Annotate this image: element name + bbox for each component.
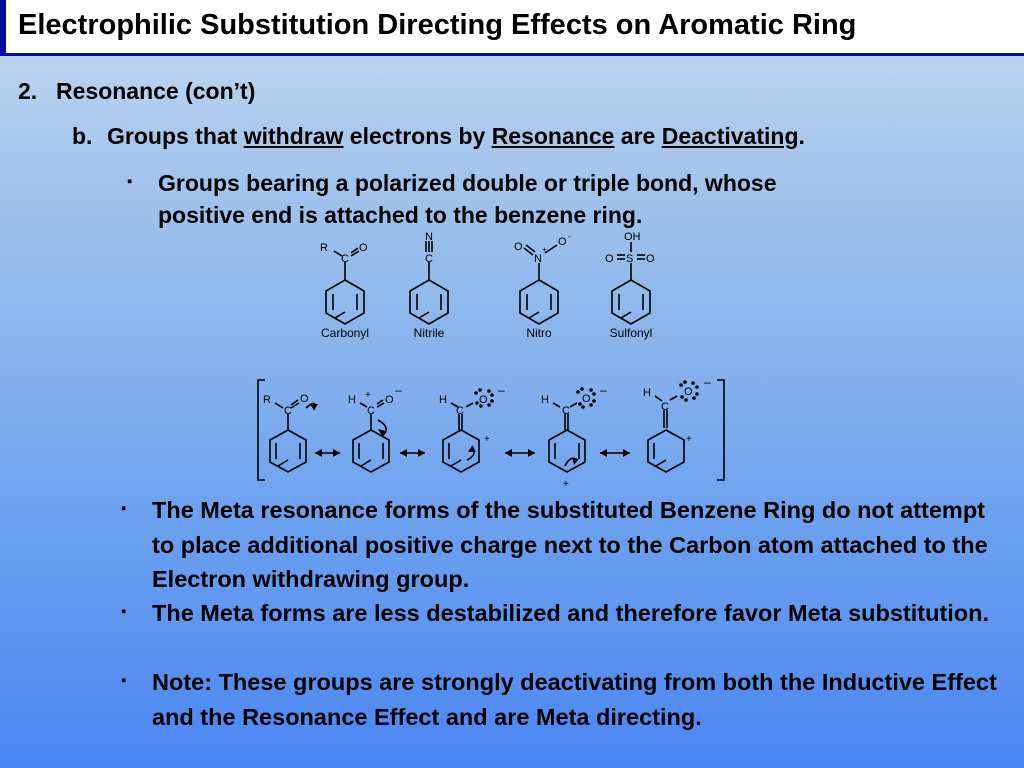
atom-o: O xyxy=(479,394,488,406)
charge-minus: – xyxy=(498,383,505,397)
subheading-part1: Groups that xyxy=(107,123,244,149)
atom-c: C xyxy=(341,253,349,265)
keyword-withdraw: withdraw xyxy=(243,123,344,149)
atom-o: O xyxy=(300,393,309,405)
atom-o: O xyxy=(605,253,614,265)
charge-plus: + xyxy=(484,434,490,445)
atom-h: H xyxy=(643,387,651,399)
charge-minus: – xyxy=(600,383,607,397)
atom-c: C xyxy=(425,253,433,265)
atom-c: C xyxy=(367,405,375,417)
atom-o: O xyxy=(514,241,523,253)
atom-h: H xyxy=(348,394,356,406)
keyword-deactivating: Deactivating xyxy=(661,123,799,149)
charge-plus: + xyxy=(542,245,547,254)
group-label-carbonyl: Carbonyl xyxy=(321,326,369,340)
atom-o: O xyxy=(359,242,368,254)
subheading: Groups that withdraw electrons by Resona… xyxy=(107,119,805,153)
subheading-part2: electrons by xyxy=(343,123,492,149)
bullet-meta-forms: The Meta forms are less destabilized and… xyxy=(152,600,990,626)
atom-c: C xyxy=(661,401,669,413)
heading-text: Resonance (con’t) xyxy=(56,78,256,104)
atom-c: C xyxy=(456,405,464,417)
title-bar: Electrophilic Substitution Directing Eff… xyxy=(0,0,1024,56)
resonance-forms-figure: R C O H + C O – H C O – + H C O – + H C … xyxy=(257,375,725,490)
atom-o: O xyxy=(646,253,655,265)
bullet-marker: ▪ xyxy=(121,500,127,517)
atom-oh: OH xyxy=(624,231,641,243)
atom-c: C xyxy=(284,405,292,417)
charge-minus: – xyxy=(395,383,402,397)
bullet-meta-resonance: The Meta resonance forms of the substitu… xyxy=(152,497,988,592)
atom-h: H xyxy=(541,394,549,406)
group-label-nitro: Nitro xyxy=(526,326,552,340)
atom-n: N xyxy=(534,253,542,265)
bullet1-line1: Groups bearing a polarized double or tri… xyxy=(158,170,777,196)
bullet-marker: ▪ xyxy=(121,603,127,620)
atom-o: O xyxy=(684,386,693,398)
functional-groups-figure: R C O N C O O - N + OH O S O Carbonyl Ni… xyxy=(320,231,655,340)
bullet1-line2: positive end is attached to the benzene … xyxy=(158,202,643,228)
bullet-marker: ▪ xyxy=(127,173,133,190)
atom-o: O xyxy=(558,236,567,248)
atom-r: R xyxy=(320,242,328,254)
keyword-resonance: Resonance xyxy=(491,123,615,149)
atom-h: H xyxy=(439,394,447,406)
atom-c: C xyxy=(562,405,570,417)
bullet-marker: ▪ xyxy=(121,672,127,689)
subheading-part3: are xyxy=(614,123,662,149)
slide-title: Electrophilic Substitution Directing Eff… xyxy=(18,9,857,41)
atom-o: O xyxy=(385,394,394,406)
heading-number: 2. xyxy=(18,78,38,104)
group-label-sulfonyl: Sulfonyl xyxy=(610,326,653,340)
atom-s: S xyxy=(626,253,633,265)
charge-plus: + xyxy=(365,390,371,401)
charge-minus: – xyxy=(704,375,711,389)
bullet-note: Note: These groups are strongly deactiva… xyxy=(152,669,997,730)
charge-plus: + xyxy=(563,479,569,490)
charge-plus: + xyxy=(686,434,692,445)
atom-n: N xyxy=(425,231,433,243)
charge-minus: - xyxy=(568,232,571,241)
atom-o: O xyxy=(582,393,591,405)
subheading-letter: b. xyxy=(72,123,93,149)
subheading-period: . xyxy=(798,123,805,149)
group-label-nitrile: Nitrile xyxy=(414,326,445,340)
atom-r: R xyxy=(263,394,271,406)
